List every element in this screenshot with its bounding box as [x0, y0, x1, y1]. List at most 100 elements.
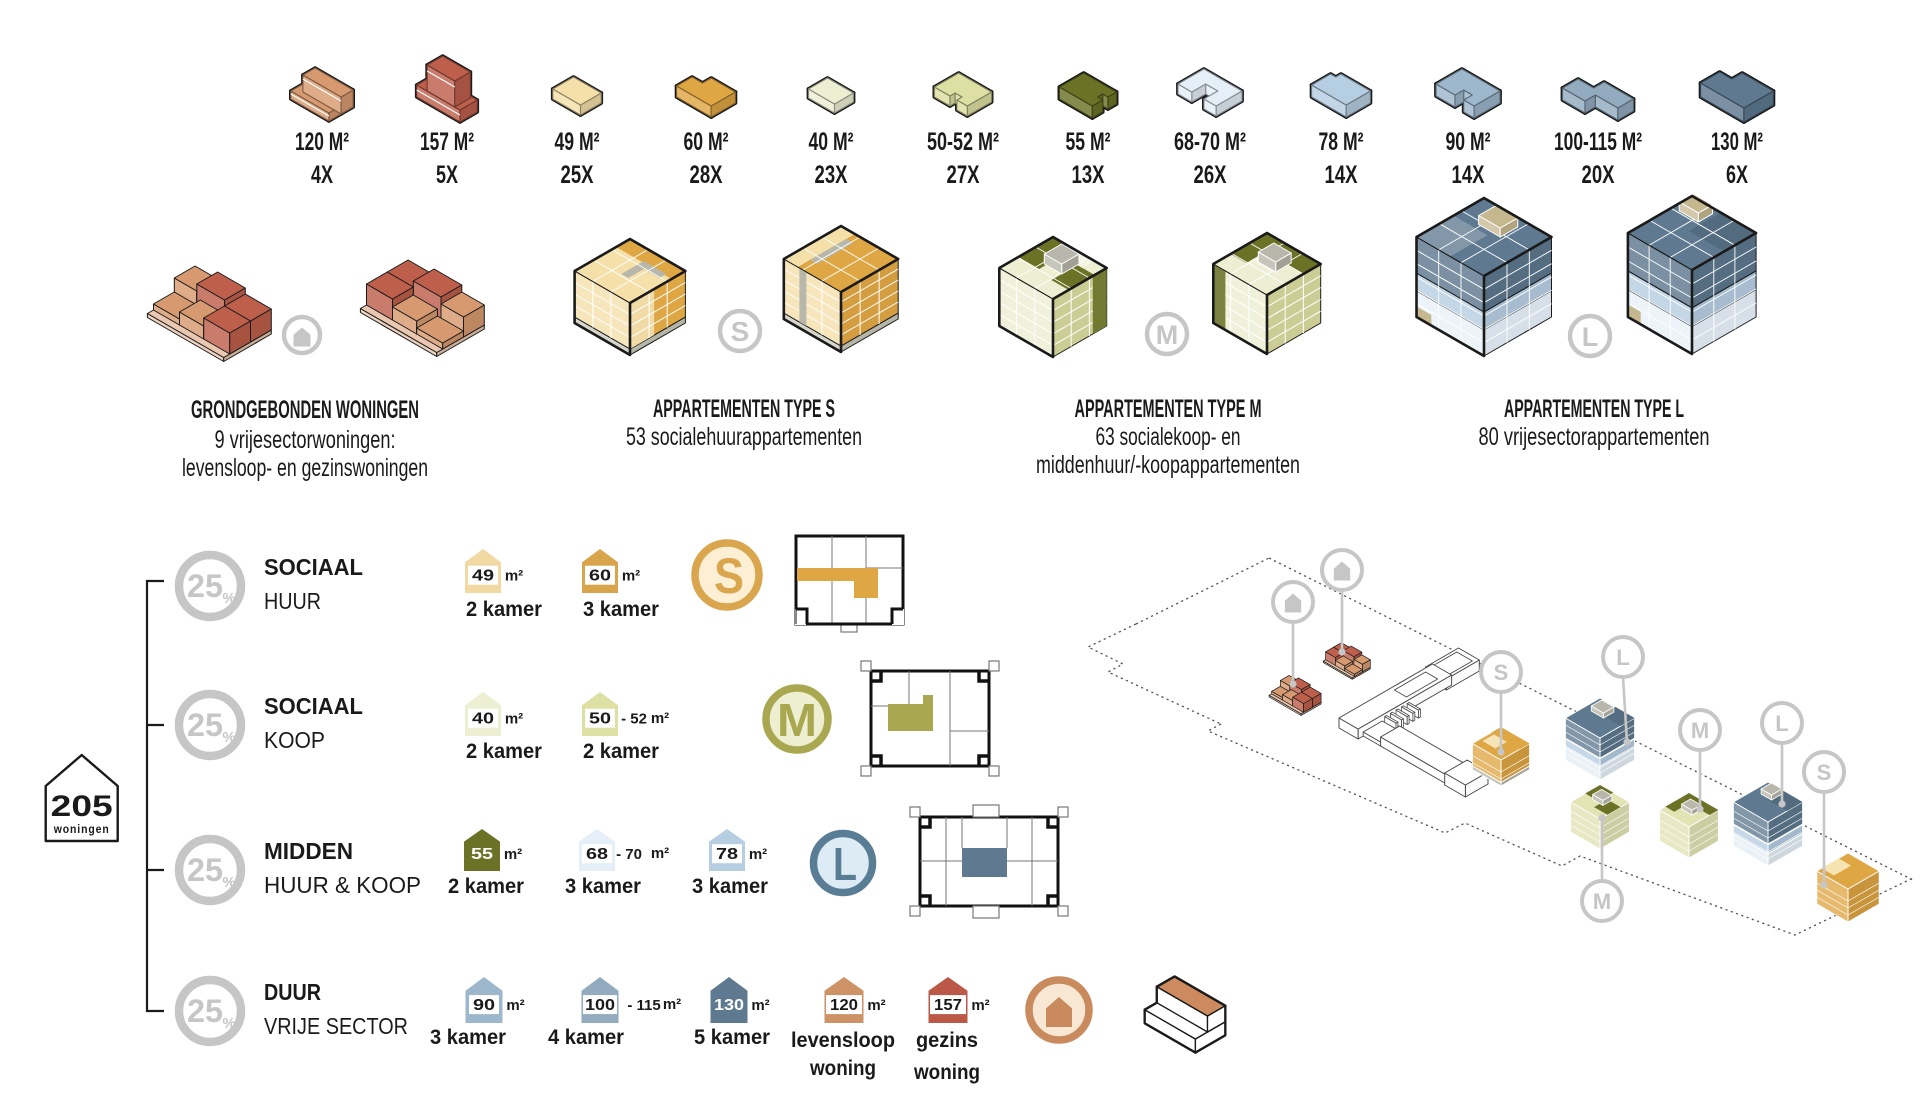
svg-text:6X: 6X	[1726, 161, 1748, 189]
svg-text:levensloop: levensloop	[791, 1029, 895, 1052]
svg-text:63 socialekoop- en: 63 socialekoop- en	[1096, 423, 1241, 451]
svg-text:26X: 26X	[1194, 161, 1227, 189]
svg-text:28X: 28X	[690, 161, 723, 189]
svg-text:3 kamer: 3 kamer	[565, 875, 641, 898]
svg-text:27X: 27X	[947, 161, 980, 189]
svg-text:40 M²: 40 M²	[809, 128, 854, 156]
svg-text:100-115 M²: 100-115 M²	[1554, 128, 1642, 156]
svg-text:DUUR: DUUR	[264, 979, 321, 1005]
svg-text:120: 120	[830, 997, 858, 1014]
svg-text:S: S	[714, 548, 744, 604]
svg-text:60 M²: 60 M²	[684, 128, 729, 156]
svg-text:m²: m²	[663, 996, 681, 1013]
svg-text:100: 100	[585, 997, 615, 1014]
svg-text:%: %	[222, 729, 235, 746]
svg-text:m²: m²	[622, 568, 640, 585]
svg-text:90: 90	[473, 997, 495, 1014]
svg-text:49 M²: 49 M²	[555, 128, 600, 156]
svg-text:S: S	[1494, 660, 1509, 685]
svg-text:m²: m²	[749, 846, 767, 863]
svg-text:SOCIAAL: SOCIAAL	[264, 693, 363, 719]
svg-text:49: 49	[472, 568, 494, 585]
svg-text:- 52: - 52	[621, 711, 647, 728]
svg-text:9 vrijesectorwoningen:: 9 vrijesectorwoningen:	[215, 426, 396, 454]
svg-text:68-70 M²: 68-70 M²	[1174, 128, 1246, 156]
svg-text:GRONDGEBONDEN WONINGEN: GRONDGEBONDEN WONINGEN	[191, 396, 419, 424]
svg-text:HUUR: HUUR	[264, 588, 321, 614]
svg-text:60: 60	[589, 568, 611, 585]
svg-text:L: L	[833, 838, 857, 890]
svg-text:3 kamer: 3 kamer	[583, 598, 659, 621]
svg-text:25: 25	[187, 707, 223, 743]
svg-text:78 M²: 78 M²	[1319, 128, 1364, 156]
svg-text:middenhuur/-koopappartementen: middenhuur/-koopappartementen	[1036, 451, 1300, 479]
svg-text:woning: woning	[809, 1057, 876, 1080]
svg-text:55 M²: 55 M²	[1066, 128, 1111, 156]
svg-text:14X: 14X	[1452, 161, 1485, 189]
svg-text:woningen: woningen	[53, 824, 110, 836]
svg-text:VRIJE SECTOR: VRIJE SECTOR	[264, 1013, 408, 1039]
svg-text:M: M	[777, 694, 817, 746]
svg-text:APPARTEMENTEN TYPE L: APPARTEMENTEN TYPE L	[1504, 395, 1684, 423]
svg-text:80 vrijesectorappartementen: 80 vrijesectorappartementen	[1479, 423, 1710, 451]
svg-text:157: 157	[934, 997, 962, 1014]
svg-text:- 115: - 115	[627, 997, 660, 1014]
svg-text:2 kamer: 2 kamer	[583, 740, 659, 763]
svg-text:4X: 4X	[311, 161, 333, 189]
svg-text:4 kamer: 4 kamer	[548, 1026, 624, 1049]
svg-text:m²: m²	[971, 997, 989, 1014]
svg-text:13X: 13X	[1072, 161, 1105, 189]
svg-text:130 M²: 130 M²	[1711, 128, 1763, 156]
svg-text:m²: m²	[651, 710, 669, 727]
svg-text:M: M	[1691, 718, 1709, 743]
svg-text:woning: woning	[913, 1061, 980, 1084]
svg-text:L: L	[1616, 645, 1629, 670]
svg-text:68: 68	[586, 846, 608, 863]
svg-text:m²: m²	[505, 711, 523, 728]
svg-text:%: %	[222, 1015, 235, 1032]
svg-text:%: %	[222, 590, 235, 607]
svg-text:25X: 25X	[561, 161, 594, 189]
svg-text:m²: m²	[505, 568, 523, 585]
svg-text:M: M	[1156, 320, 1179, 350]
svg-text:m²: m²	[504, 846, 522, 863]
svg-text:5 kamer: 5 kamer	[694, 1026, 770, 1049]
svg-text:23X: 23X	[815, 161, 848, 189]
svg-text:130: 130	[714, 997, 744, 1014]
svg-text:78: 78	[716, 846, 738, 863]
svg-text:14X: 14X	[1325, 161, 1358, 189]
svg-text:3 kamer: 3 kamer	[430, 1026, 506, 1049]
svg-text:25: 25	[187, 852, 223, 888]
svg-text:50-52 M²: 50-52 M²	[927, 128, 999, 156]
svg-text:S: S	[1817, 760, 1832, 785]
svg-text:M: M	[1593, 889, 1611, 914]
svg-text:APPARTEMENTEN TYPE S: APPARTEMENTEN TYPE S	[653, 395, 835, 423]
svg-text:25: 25	[187, 568, 223, 604]
svg-text:5X: 5X	[436, 161, 458, 189]
svg-text:205: 205	[51, 790, 113, 823]
svg-text:L: L	[1775, 711, 1788, 736]
svg-text:120 M²: 120 M²	[295, 128, 349, 156]
svg-text:%: %	[222, 874, 235, 891]
svg-text:- 70: - 70	[616, 846, 642, 863]
svg-text:m²: m²	[751, 997, 769, 1014]
svg-text:m²: m²	[867, 997, 885, 1014]
svg-text:55: 55	[471, 846, 493, 863]
svg-text:m²: m²	[506, 997, 524, 1014]
svg-text:157 M²: 157 M²	[420, 128, 474, 156]
svg-text:40: 40	[472, 711, 494, 728]
svg-text:2 kamer: 2 kamer	[448, 875, 524, 898]
svg-text:25: 25	[187, 993, 223, 1029]
svg-text:S: S	[731, 316, 750, 347]
svg-text:90 M²: 90 M²	[1446, 128, 1491, 156]
svg-text:2 kamer: 2 kamer	[466, 740, 542, 763]
svg-text:50: 50	[589, 711, 611, 728]
svg-text:2 kamer: 2 kamer	[466, 598, 542, 621]
svg-text:KOOP: KOOP	[264, 727, 325, 753]
svg-text:MIDDEN: MIDDEN	[264, 838, 353, 864]
svg-text:SOCIAAL: SOCIAAL	[264, 554, 363, 580]
svg-text:gezins: gezins	[916, 1029, 978, 1052]
svg-text:APPARTEMENTEN TYPE M: APPARTEMENTEN TYPE M	[1075, 395, 1262, 423]
svg-text:HUUR & KOOP: HUUR & KOOP	[264, 872, 421, 898]
svg-text:20X: 20X	[1582, 161, 1615, 189]
